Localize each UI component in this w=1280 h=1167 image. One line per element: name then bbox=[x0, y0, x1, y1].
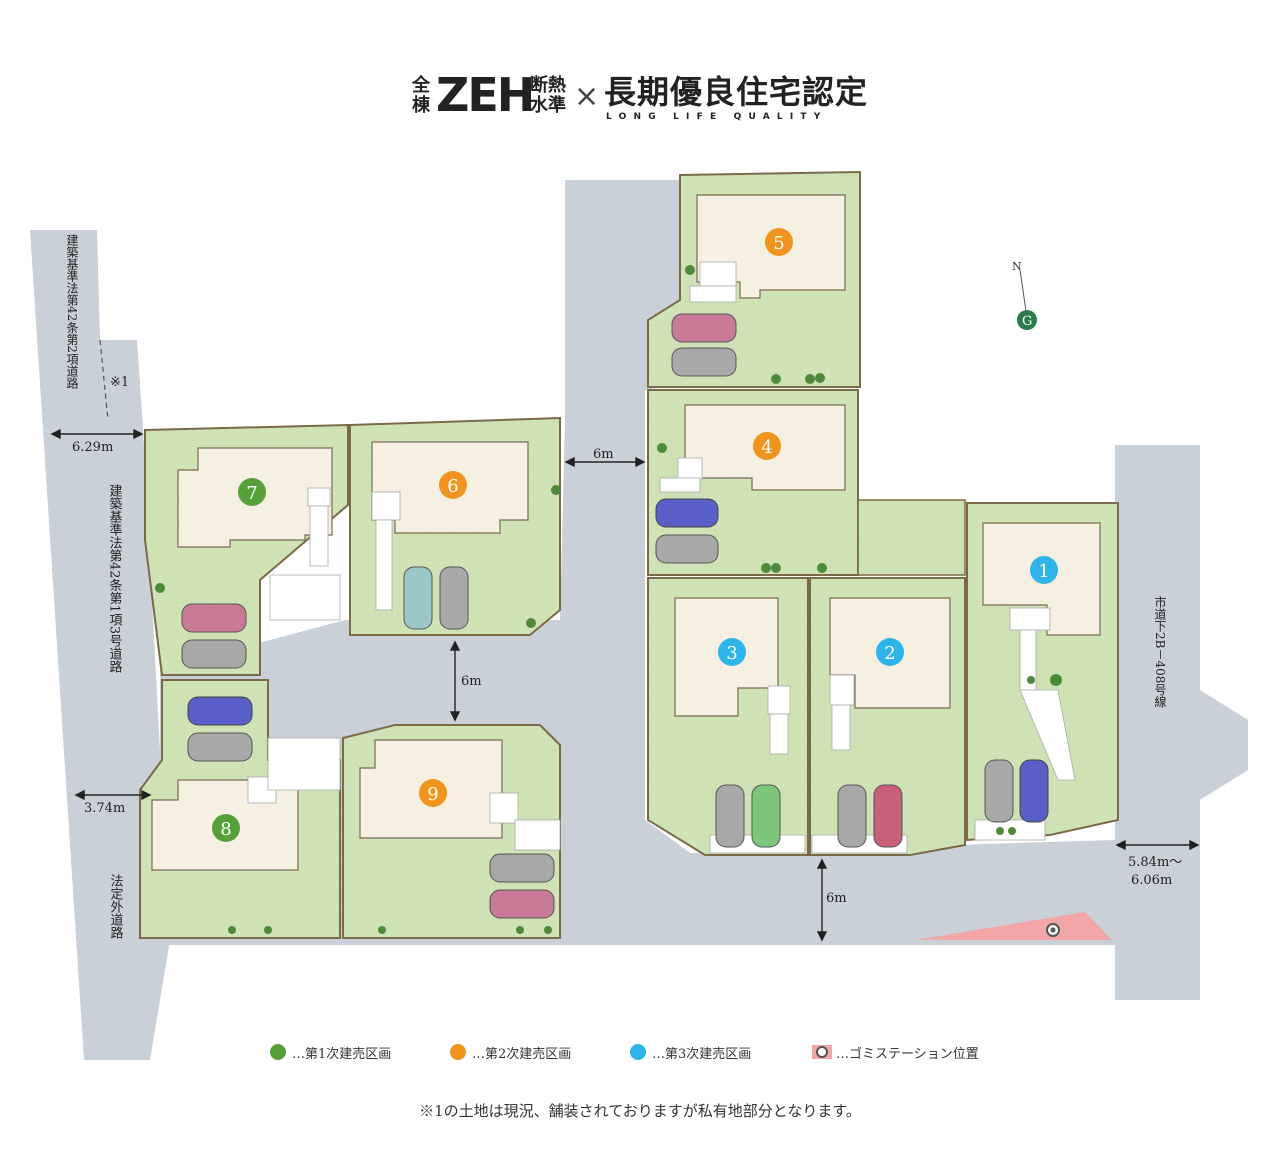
legend-item-phase1: …第1次建売区画 bbox=[270, 1040, 391, 1064]
lot-marker-3 bbox=[718, 638, 746, 666]
lot-number-5: 5 bbox=[773, 233, 784, 254]
cars bbox=[181, 313, 1049, 919]
lot-marker-6 bbox=[439, 471, 467, 499]
lot-number-1: 1 bbox=[1038, 561, 1049, 582]
car bbox=[751, 784, 781, 848]
lot-number-4: 4 bbox=[761, 437, 772, 458]
dimension-lines bbox=[50, 428, 1200, 942]
compass-north: N bbox=[1012, 260, 1022, 273]
car bbox=[403, 566, 433, 630]
lot-number-6: 6 bbox=[447, 476, 458, 497]
lot-number-3: 3 bbox=[726, 643, 737, 664]
lot-marker-9 bbox=[419, 779, 447, 807]
left-top-width-label: 6.29m bbox=[72, 440, 113, 455]
lot-markers: 5 4 3 2 1 7 6 8 9 bbox=[212, 228, 1058, 842]
road-left-mid-label: 建築基準法第42条第1項3号道路 bbox=[107, 484, 123, 674]
lot-marker-8 bbox=[212, 814, 240, 842]
car bbox=[655, 498, 719, 528]
car bbox=[671, 347, 737, 377]
width-mid-label: 6m bbox=[461, 674, 482, 689]
road-left-top-label: 建築基準法第42条第2項道路 bbox=[65, 234, 79, 390]
lot-number-2: 2 bbox=[884, 643, 895, 664]
legend-label: …ゴミステーション位置 bbox=[836, 1046, 979, 1062]
legend-label: …第1次建売区画 bbox=[292, 1046, 392, 1062]
car bbox=[715, 784, 745, 848]
lot-number-7: 7 bbox=[246, 483, 257, 504]
header-dannetsu: 断熱水準 bbox=[530, 75, 566, 116]
phase2-dot-icon bbox=[450, 1044, 466, 1060]
left-bottom-width-label: 3.74m bbox=[84, 801, 125, 816]
right-width-label-2: 6.06m bbox=[1131, 873, 1172, 888]
car bbox=[655, 534, 719, 564]
legend: …第1次建売区画 …第2次建売区画 …第3次建売区画 …ゴミステーション位置 bbox=[270, 1040, 1050, 1064]
car bbox=[439, 566, 469, 630]
car bbox=[181, 639, 247, 669]
lot-marker-1 bbox=[1030, 556, 1058, 584]
compass-icon: G bbox=[1017, 269, 1037, 330]
garbage-station bbox=[915, 912, 1112, 940]
left-top-note: ※1 bbox=[110, 375, 129, 390]
car bbox=[984, 759, 1014, 823]
header-title: 全棟 ZEH 断熱水準 × 長期優良住宅認定 LONG LIFE QUALITY bbox=[0, 70, 1280, 130]
legend-label: …第2次建売区画 bbox=[472, 1046, 572, 1062]
shrubs bbox=[155, 265, 1062, 934]
car bbox=[489, 889, 555, 919]
header-zeh: ZEH bbox=[436, 68, 535, 122]
car bbox=[187, 696, 253, 726]
road-right bbox=[1115, 445, 1248, 1000]
car bbox=[489, 853, 555, 883]
lot-number-8: 8 bbox=[220, 819, 231, 840]
legend-item-garbage: …ゴミステーション位置 bbox=[812, 1040, 979, 1064]
legend-label: …第3次建売区画 bbox=[652, 1046, 752, 1062]
lot-marker-7 bbox=[238, 478, 266, 506]
paving bbox=[247, 261, 1076, 854]
right-width-label-1: 5.84m～ bbox=[1128, 855, 1182, 870]
legend-item-phase3: …第3次建売区画 bbox=[630, 1040, 751, 1064]
lot-marker-5 bbox=[765, 228, 793, 256]
road-left-bottom-label: 法定外道路 bbox=[108, 874, 124, 939]
car bbox=[181, 603, 247, 633]
car bbox=[1019, 759, 1049, 823]
legend-item-phase2: …第2次建売区画 bbox=[450, 1040, 571, 1064]
car bbox=[671, 313, 737, 343]
footnote: ※1の土地は現況、舗装されておりますが私有地部分となります。 bbox=[419, 1102, 861, 1120]
header-cross: × bbox=[574, 79, 600, 114]
garbage-station-icon bbox=[812, 1045, 832, 1059]
dimension-labels: 6m 6m 6m 6.29m 3.74m 5.84m～ 6.06m ※1 bbox=[72, 375, 1182, 906]
phase1-dot-icon bbox=[270, 1044, 286, 1060]
lot-marker-4 bbox=[753, 432, 781, 460]
car bbox=[187, 732, 253, 762]
header-choki: 長期優良住宅認定 bbox=[604, 73, 869, 111]
svg-text:G: G bbox=[1022, 314, 1032, 329]
header-subtitle: LONG LIFE QUALITY bbox=[606, 112, 828, 122]
car bbox=[873, 784, 903, 848]
width-bottom-label: 6m bbox=[826, 891, 847, 906]
lot-extra-area bbox=[857, 499, 966, 576]
car bbox=[837, 784, 867, 848]
phase3-dot-icon bbox=[630, 1044, 646, 1060]
road-right-label: 市道下2B－408号線 bbox=[1153, 595, 1167, 708]
lot-marker-2 bbox=[876, 638, 904, 666]
header-zen: 全棟 bbox=[412, 75, 430, 116]
lot-number-9: 9 bbox=[427, 784, 438, 805]
width-top-label: 6m bbox=[593, 447, 614, 462]
